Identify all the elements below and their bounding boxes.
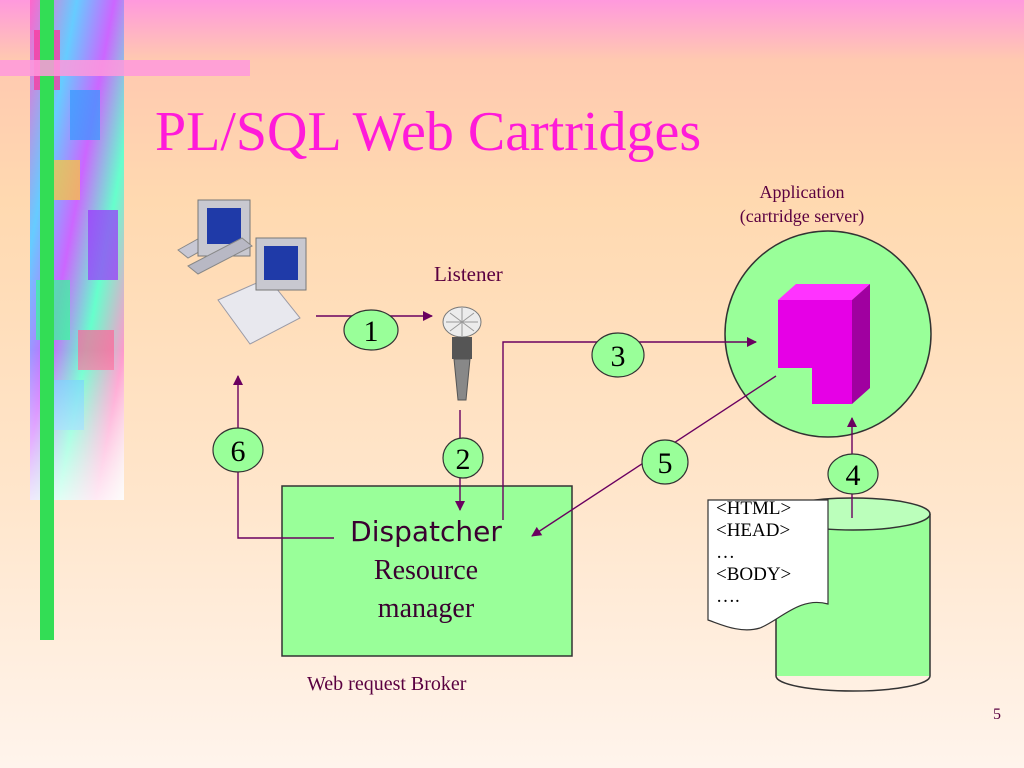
application-label-line1: Application [759,182,845,202]
svg-text:6: 6 [231,435,246,468]
web-request-broker-label: Web request Broker [307,673,467,695]
doc-line: <BODY> [716,564,792,585]
microphone-icon [442,306,482,401]
application-label: Application (cartridge server) [712,180,892,228]
step-badge-6: 6 [212,427,264,473]
step-badge-2: 2 [442,437,484,479]
dispatcher-box-text: Dispatcher Resource manager [282,512,570,628]
step-badge-3: 3 [591,332,645,378]
svg-text:4: 4 [846,459,861,492]
slide-number: 5 [993,706,1001,723]
doc-line: …. [716,586,740,607]
manager-label: manager [377,593,475,624]
svg-text:2: 2 [456,443,471,476]
svg-text:5: 5 [658,447,673,480]
svg-text:3: 3 [611,340,626,373]
doc-line: <HEAD> [716,520,791,541]
step-badge-4: 4 [827,453,879,495]
step-badge-1: 1 [343,309,399,351]
resource-label: Resource [373,555,479,586]
application-label-line2: (cartridge server) [739,206,865,226]
decorative-side-art [0,0,250,640]
cartridge-cube-icon [778,284,870,404]
step-badge-5: 5 [641,439,689,485]
doc-line: … [716,542,735,563]
dispatcher-label: Dispatcher [350,515,502,548]
client-computers-icon [177,199,307,345]
arrow-3 [502,337,757,520]
svg-text:1: 1 [364,315,379,348]
doc-line: <HTML> [716,498,792,519]
slide-title: PL/SQL Web Cartridges [155,101,702,163]
html-document-shape [707,499,829,631]
listener-label: Listener [434,262,503,286]
dispatcher-box [281,485,573,657]
html-document-text: <HTML> <HEAD> … <BODY> …. [716,498,791,608]
